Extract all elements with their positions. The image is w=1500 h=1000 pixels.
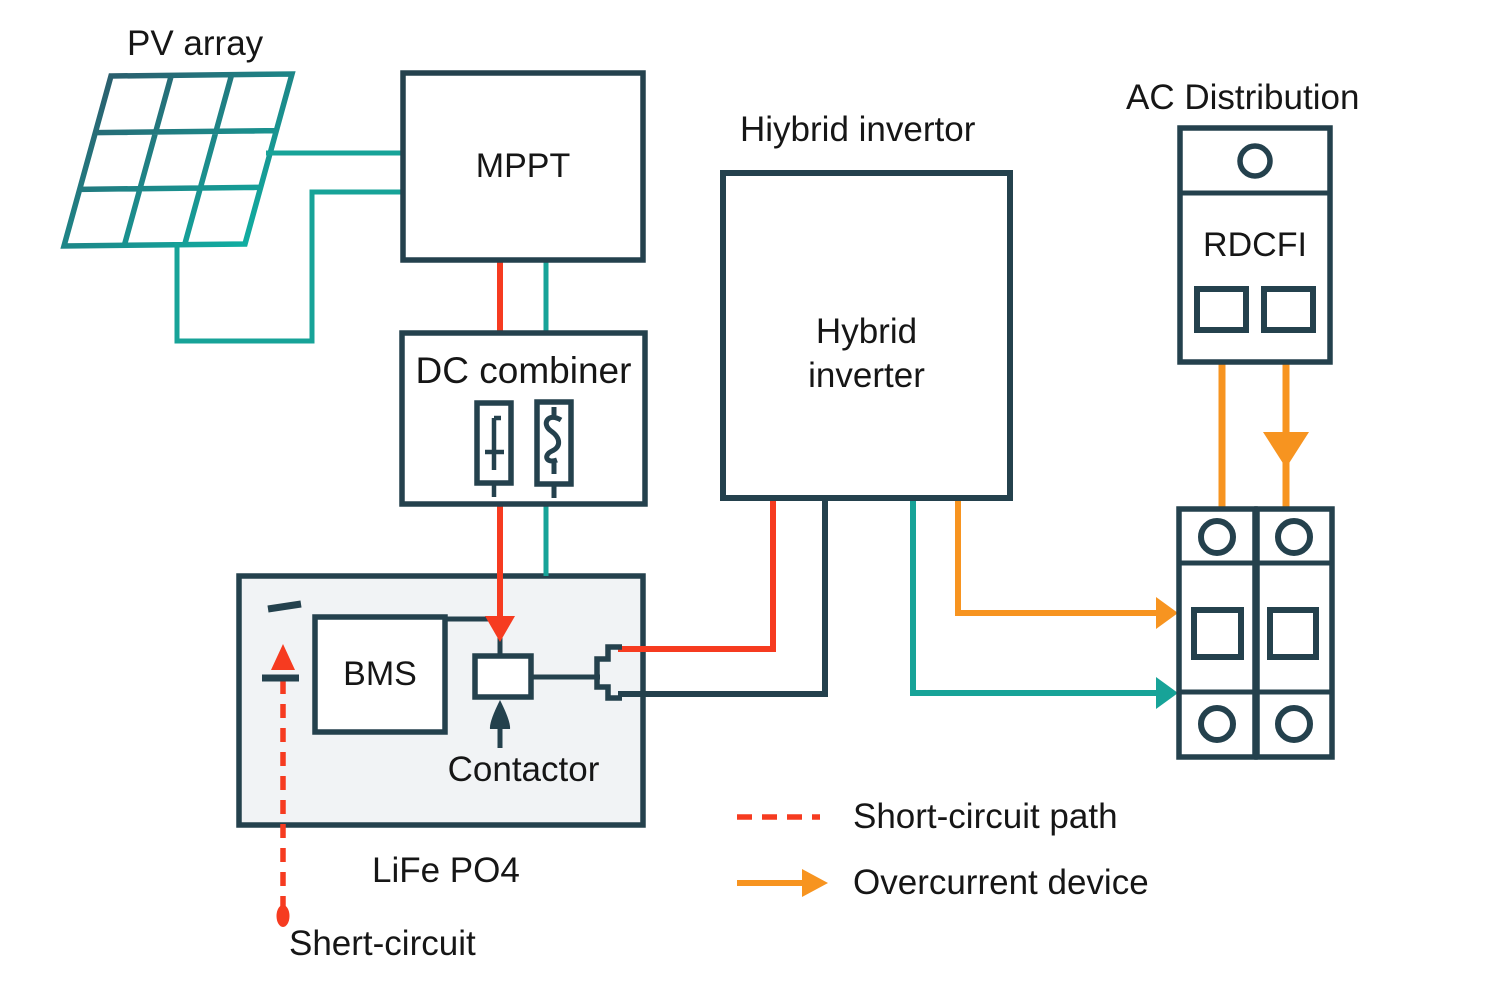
battery-to-inverter-red-wire xyxy=(618,495,776,652)
hybrid-inverter-label-line1: Hybrid xyxy=(815,312,918,352)
legend-item-overcurrent-label: Overcurrent device xyxy=(853,862,1149,902)
inverter-to-breaker-orange-wire xyxy=(955,495,1158,616)
pv-array-icon xyxy=(64,74,292,246)
rdcfi-box xyxy=(1177,125,1333,365)
legend-samples xyxy=(737,814,828,897)
dc-combiner-label: DC combiner xyxy=(415,350,632,391)
inverter-to-breaker-teal-wire xyxy=(910,495,1158,696)
breaker-dividers xyxy=(1179,560,1332,695)
bms-box xyxy=(312,614,448,735)
contactor-coil-arrow-icon xyxy=(489,700,511,729)
hybrid-inverter-box xyxy=(720,170,1013,501)
battery-label: LiFe PO4 xyxy=(372,851,520,890)
mppt-box xyxy=(400,70,646,263)
fuse-symbol-left xyxy=(474,400,514,497)
short-circuit-label: Shert-circuit xyxy=(289,924,476,963)
dc-combiner-box xyxy=(399,330,648,507)
hybrid-inverter-caption: Hiybrid invertor xyxy=(740,110,976,149)
breaker-terminal-circle xyxy=(1275,705,1313,743)
battery-connector-icon xyxy=(594,644,622,701)
breaker-toggle-left xyxy=(1191,607,1244,660)
teal-arrowhead-icon xyxy=(1156,677,1178,709)
rdcfi-indicator-circle xyxy=(1237,143,1273,179)
breaker-terminal-circle xyxy=(1275,518,1313,556)
battery-minus-terminal xyxy=(267,600,302,613)
mppt-label: MPPT xyxy=(475,147,571,185)
ac-distribution-label: AC Distribution xyxy=(1126,78,1360,117)
pv-to-mppt-wire-2 xyxy=(174,189,403,344)
contactor-box xyxy=(472,653,534,700)
rdcfi-switch-left xyxy=(1194,286,1249,333)
bms-label: BMS xyxy=(343,655,417,693)
rdcfi-label: RDCFI xyxy=(1203,226,1307,264)
down-arrowhead-icon xyxy=(1263,432,1309,468)
breaker-panel xyxy=(1176,506,1335,760)
rdcfi-switch-right xyxy=(1261,286,1316,333)
hybrid-inverter-label: Hybrid inverter xyxy=(723,173,1010,516)
orange-arrowhead-icon xyxy=(1156,597,1178,629)
pv-array-label: PV array xyxy=(127,24,264,63)
short-circuit-path xyxy=(271,644,295,927)
hybrid-inverter-label-line2: inverter xyxy=(808,355,925,395)
short-circuit-up-arrowhead-icon xyxy=(271,644,295,670)
battery-internals xyxy=(262,600,622,748)
breaker-terminal-circle xyxy=(1198,518,1236,556)
fuse-symbol-right xyxy=(534,399,574,498)
breaker-toggle-right xyxy=(1267,607,1319,660)
red-down-arrowhead-icon xyxy=(485,616,515,642)
legend-arrowhead-icon xyxy=(802,869,828,897)
contactor-label: Contactor xyxy=(447,750,600,789)
battery-to-inverter-dark-wire xyxy=(618,495,828,697)
breaker-terminal-circle xyxy=(1198,705,1236,743)
legend-item-short-circuit-label: Short-circuit path xyxy=(853,796,1118,836)
short-circuit-origin-dot xyxy=(276,905,290,927)
